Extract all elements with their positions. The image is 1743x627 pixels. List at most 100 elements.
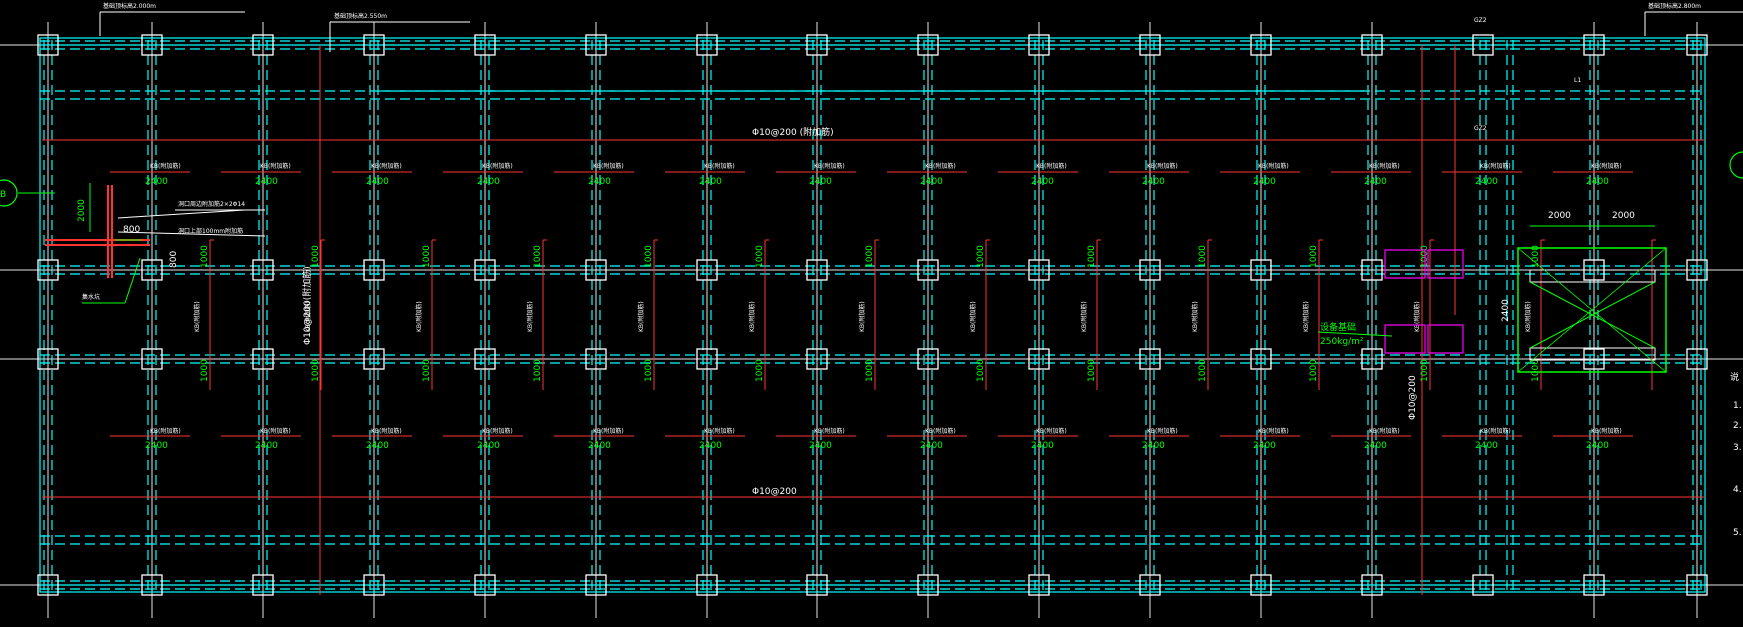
dim-1000-v: 1000: [644, 245, 654, 268]
kb-dim: 2400: [699, 177, 722, 187]
hole-note-1: 洞口周边附加筋2×2Φ14: [178, 200, 245, 208]
column-square: [1583, 574, 1605, 596]
axis-bubble-left: [0, 179, 18, 207]
ref-top: GZ2: [1474, 17, 1487, 24]
dim-1000-v: 1000: [1309, 359, 1319, 382]
column-square: [252, 348, 274, 370]
kb-dim: 2400: [1475, 441, 1498, 451]
ref-low: GZ2: [1474, 125, 1487, 132]
kb-label-group: KB(附加筋)2400KB(附加筋)2400KB(附加筋)2400KB(附加筋)…: [145, 162, 1622, 451]
column-square: [252, 259, 274, 281]
kb-dim: 2400: [255, 441, 278, 451]
kb-label: KB(附加筋): [482, 162, 513, 170]
column-square: [585, 34, 607, 56]
column-square: [1250, 259, 1272, 281]
kb-label: KB(附加筋): [814, 162, 845, 170]
kb-label: KB(附加筋): [593, 427, 624, 435]
column-square: [917, 574, 939, 596]
kb-label: KB(附加筋): [150, 162, 181, 170]
kb-dim: 2400: [366, 441, 389, 451]
kb-label-v: KB(附加筋): [1191, 301, 1199, 332]
kb-dim: 2400: [1364, 441, 1387, 451]
kb-label: KB(附加筋): [1147, 162, 1178, 170]
kb-label: KB(附加筋): [1147, 427, 1178, 435]
column-square: [1139, 34, 1161, 56]
column-square: [1250, 348, 1272, 370]
dim-1000-v: 1000: [976, 245, 986, 268]
kb-dim: 2400: [1142, 441, 1165, 451]
kb-dim: 2400: [1364, 177, 1387, 187]
dim-1000-v: 1000: [533, 359, 543, 382]
load-note-2: 250kg/m²: [1320, 337, 1364, 347]
dim-2000-r1: 2000: [1548, 211, 1571, 221]
kb-dim: 2400: [255, 177, 278, 187]
kb-label: KB(附加筋): [1591, 427, 1622, 435]
column-square: [474, 34, 496, 56]
column-square: [141, 34, 163, 56]
kb-label-v: KB(附加筋): [1413, 301, 1421, 332]
column-square: [1686, 34, 1708, 56]
dim-1000-v: 1000: [1087, 359, 1097, 382]
top-note-center: 基础顶标高2.550m: [334, 12, 387, 20]
column-square: [1028, 34, 1050, 56]
beam-lines: [39, 37, 1706, 593]
kb-label-v: KB(附加筋): [858, 301, 866, 332]
dim-2000-r2: 2000: [1612, 211, 1635, 221]
kb-label: KB(附加筋): [1258, 427, 1289, 435]
column-square: [1583, 348, 1605, 370]
kb-dim: 2400: [366, 177, 389, 187]
column-square: [1361, 34, 1383, 56]
dim-1000-v: 1000: [1420, 359, 1430, 382]
column-square: [141, 574, 163, 596]
column-square: [917, 34, 939, 56]
column-square: [696, 574, 718, 596]
dim-1000-v: 1000: [311, 245, 321, 268]
column-square: [37, 348, 59, 370]
top-note-right: 基础顶标高2.800m: [1648, 2, 1701, 10]
column-square: [1139, 259, 1161, 281]
kb-label: KB(附加筋): [1036, 427, 1067, 435]
kb-label: KB(附加筋): [150, 427, 181, 435]
column-square: [1472, 34, 1494, 56]
dim-1000-v: 1000: [533, 245, 543, 268]
dim-2000-left: 2000: [77, 199, 87, 222]
kb-label: KB(附加筋): [1480, 427, 1511, 435]
kb-dim: 2400: [1253, 177, 1276, 187]
column-square: [1472, 574, 1494, 596]
hole-note-2: 洞口上部100mm附加筋: [178, 227, 243, 235]
kb-label: KB(附加筋): [1258, 162, 1289, 170]
dim-1000-v: 1000: [200, 359, 210, 382]
ref-mid: L1: [1574, 77, 1581, 84]
column-square: [363, 34, 385, 56]
kb-dim: 2400: [1586, 177, 1609, 187]
top-note-left: 基础顶标高2.000m: [103, 2, 156, 10]
kb-label: KB(附加筋): [593, 162, 624, 170]
kb-label: KB(附加筋): [482, 427, 513, 435]
kb-label: KB(附加筋): [371, 162, 402, 170]
rebar-bottom-label: Φ10@200: [752, 487, 797, 497]
dim-1000-v: 1000: [1531, 359, 1541, 382]
kb-label: KB(附加筋): [260, 427, 291, 435]
kb-label: KB(附加筋): [1036, 162, 1067, 170]
kb-dim: 2400: [1031, 441, 1054, 451]
column-square: [806, 34, 828, 56]
kb-label: KB(附加筋): [1591, 162, 1622, 170]
kb-dim: 2400: [145, 177, 168, 187]
kb-label: KB(附加筋): [1480, 162, 1511, 170]
column-square: [696, 348, 718, 370]
column-square: [37, 34, 59, 56]
column-squares: [37, 34, 1708, 596]
kb-label-v: KB(附加筋): [748, 301, 756, 332]
column-square: [1361, 574, 1383, 596]
right-edge-mark-1: 1.: [1733, 401, 1742, 411]
dim-1000-v: 1000: [1198, 359, 1208, 382]
column-square: [1250, 34, 1272, 56]
kb-label: KB(附加筋): [371, 427, 402, 435]
column-square: [1028, 348, 1050, 370]
column-square: [1686, 259, 1708, 281]
column-square: [141, 348, 163, 370]
kb-label: KB(附加筋): [704, 427, 735, 435]
column-square: [585, 259, 607, 281]
kb-label-v: KB(附加筋): [1080, 301, 1088, 332]
